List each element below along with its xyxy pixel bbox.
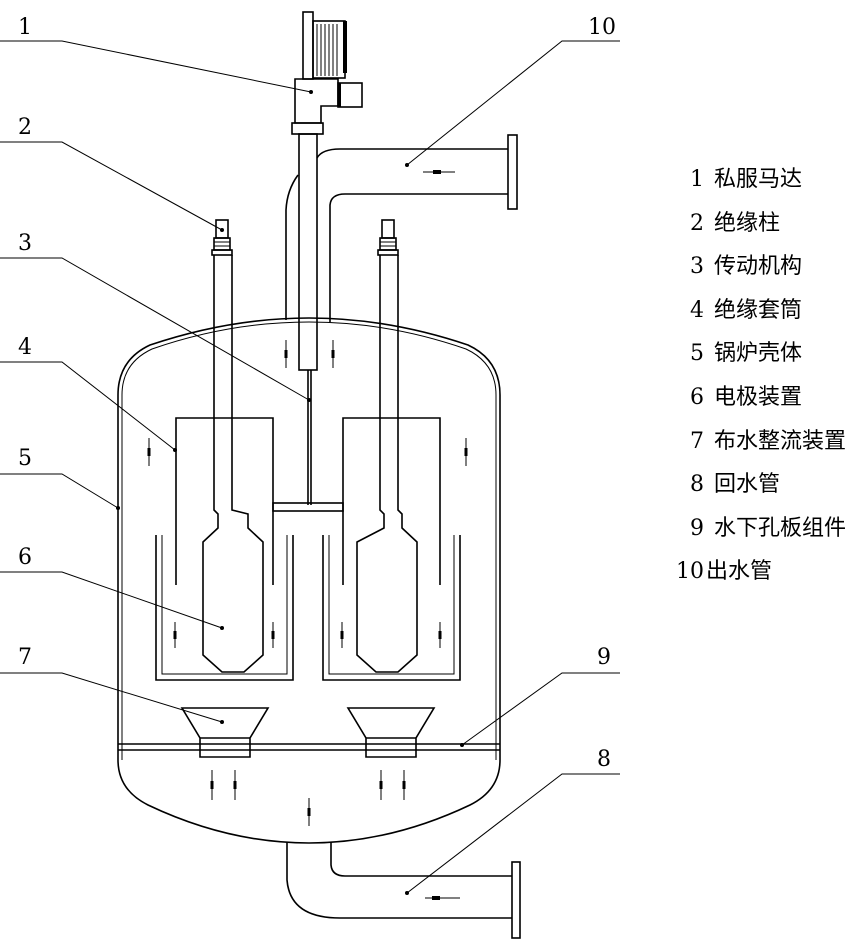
legend-number: 2 (690, 210, 704, 236)
legend-label: 出水管 (706, 559, 773, 585)
insulating-sleeve-left (175, 417, 274, 585)
legend-item: 5 锅炉壳体 (678, 337, 846, 381)
callout-2: 2 (0, 115, 224, 232)
callout-number: 1 (18, 15, 32, 40)
insulator-right (377, 219, 399, 256)
legend-label: 绝缘套筒 (714, 297, 803, 323)
legend-number: 5 (690, 341, 704, 367)
legend-item: 10出水管 (676, 555, 846, 599)
callout-7: 7 (0, 645, 224, 724)
legend-item: 2 绝缘柱 (678, 207, 846, 251)
callout-1: 1 (0, 15, 313, 94)
legend-number: 6 (690, 384, 704, 410)
legend-label: 回水管 (714, 472, 781, 498)
legend-number: 7 (690, 428, 704, 454)
callout-number: 2 (18, 115, 32, 140)
legend-label: 布水整流装置 (714, 428, 847, 454)
legend-number: 8 (690, 472, 704, 498)
parts-legend: 1 私服马达 2 绝缘柱 3 传动机构 4 绝缘套筒 5 锅炉壳体 6 电极装置 7 布水整流… (676, 163, 846, 599)
callout-number: 6 (18, 545, 32, 570)
servo-motor (291, 11, 363, 135)
legend-label: 私服马达 (714, 167, 803, 192)
electrode-left (202, 255, 264, 673)
callout-9: 9 (460, 645, 620, 747)
insulating-sleeve-right (342, 417, 441, 585)
legend-number: 10 (676, 559, 704, 585)
legend-label: 锅炉壳体 (714, 341, 803, 367)
callout-number: 9 (597, 645, 611, 670)
callout-number: 5 (18, 446, 32, 471)
callout-number: 3 (18, 231, 32, 256)
callout-3: 3 (0, 231, 311, 402)
legend-number: 3 (690, 254, 704, 280)
boiler-shell (117, 317, 501, 844)
legend-label: 传动机构 (714, 254, 803, 280)
outlet-pipe (285, 134, 518, 322)
callout-10: 10 (405, 15, 620, 167)
legend-label: 水下孔板组件 (714, 515, 847, 541)
electrode-right (356, 255, 418, 673)
callout-4: 4 (0, 335, 177, 452)
callout-number: 4 (18, 335, 32, 360)
legend-label: 绝缘柱 (714, 210, 781, 236)
flow-arrows (147, 340, 468, 826)
electrode-cup-left (155, 535, 294, 681)
callout-number: 8 (597, 747, 611, 772)
legend-item: 3 传动机构 (678, 250, 846, 294)
legend-item: 4 绝缘套筒 (678, 294, 846, 338)
callout-8: 8 (405, 747, 620, 895)
orifice-plate (118, 743, 500, 751)
legend-item: 1 私服马达 (678, 163, 846, 207)
callout-number: 7 (18, 645, 32, 670)
water-distributor-right (346, 707, 436, 758)
legend-number: 9 (690, 515, 704, 541)
legend-item: 8 回水管 (678, 468, 846, 512)
legend-item: 9 水下孔板组件 (678, 512, 846, 556)
insulator-left (211, 219, 233, 256)
water-distributor-left (180, 707, 270, 758)
legend-number: 1 (690, 167, 704, 192)
callout-5: 5 (0, 446, 120, 510)
electrode-cup-right (322, 535, 461, 681)
legend-item: 7 布水整流装置 (678, 425, 846, 469)
callout-6: 6 (0, 545, 224, 630)
callout-number: 10 (588, 15, 616, 40)
legend-label: 电极装置 (714, 384, 803, 410)
legend-item: 6 电极装置 (678, 381, 846, 425)
return-pipe (286, 842, 521, 939)
legend-number: 4 (690, 297, 704, 323)
